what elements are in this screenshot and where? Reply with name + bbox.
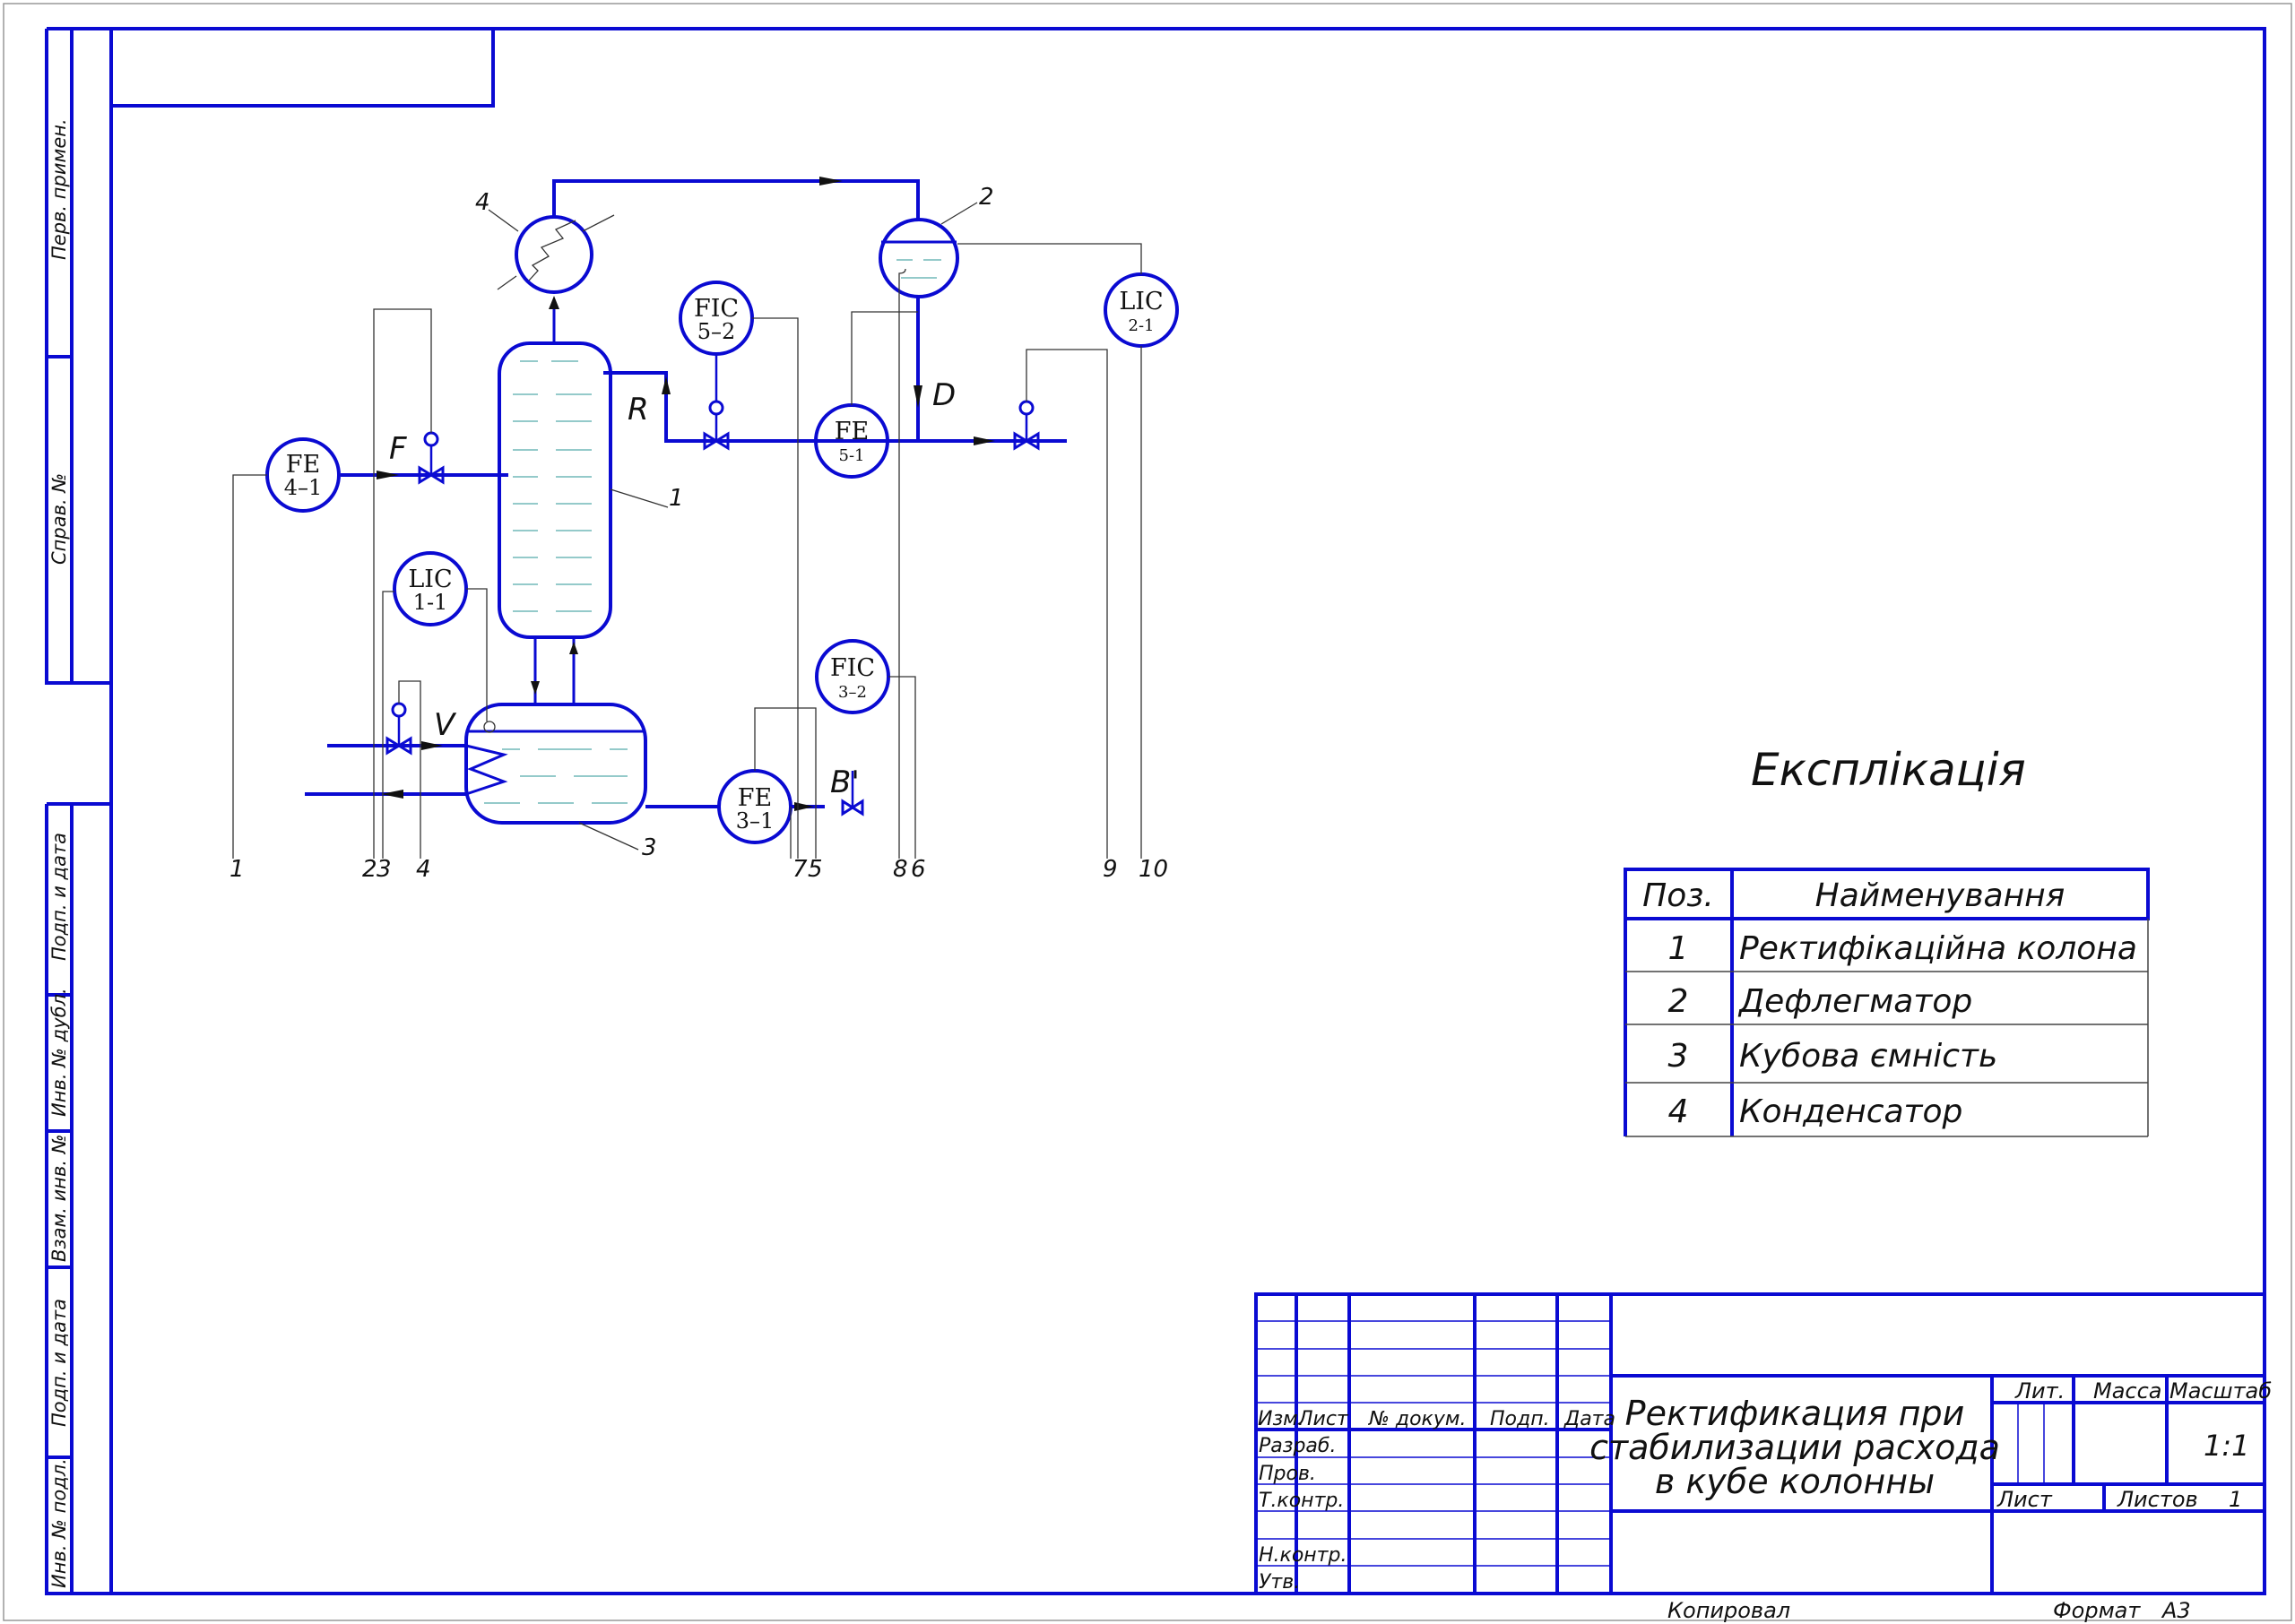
svg-text:3–2: 3–2 — [838, 683, 867, 702]
tb-izm: Изм. — [1258, 1408, 1304, 1430]
tb-tkontr: Т.контр. — [1259, 1490, 1344, 1512]
top-left-stamp — [111, 29, 495, 108]
instrument-fe-4-1: FE 4–1 — [265, 437, 341, 513]
svg-text:FE: FE — [835, 418, 869, 445]
tb-doc-no: № докум. — [1368, 1408, 1466, 1430]
line-number-3: 3 — [377, 856, 392, 883]
explication-row-pos: 2 — [1668, 983, 1689, 1020]
line-number-1: 1 — [230, 856, 245, 883]
svg-text:3–1: 3–1 — [736, 808, 775, 834]
tb-razrab: Разраб. — [1259, 1435, 1336, 1457]
svg-text:5-1: 5-1 — [839, 446, 865, 465]
explication-row-name: Ректифікаційна колона — [1739, 930, 2137, 967]
condenser — [515, 215, 593, 294]
label-column: 1 — [669, 485, 684, 512]
line-number-2: 2 — [362, 856, 377, 883]
label-condenser: 4 — [475, 189, 490, 216]
explication-header-name: Найменування — [1815, 877, 2066, 914]
stream-r: R — [628, 392, 649, 428]
line-number-7: 7 — [792, 856, 808, 883]
instrument-fe-5-1: FE 5-1 — [814, 403, 889, 479]
tb-list: Лист — [1297, 1408, 1349, 1430]
tb-massa: Масса — [2093, 1378, 2162, 1404]
title-block: Изм. Лист № докум. Подп. Дата Разраб. Пр… — [1254, 1292, 2272, 1623]
svg-text:FE: FE — [738, 784, 772, 812]
line-number-9: 9 — [1103, 856, 1118, 883]
signal-lines — [232, 243, 1142, 859]
tb-lit: Лит. — [2014, 1378, 2065, 1404]
tb-prov: Пров. — [1259, 1463, 1316, 1485]
tb-kopiroval: Копировал — [1667, 1598, 1790, 1623]
rectification-column — [498, 341, 612, 639]
explication-row-name: Конденсатор — [1739, 1093, 1962, 1130]
svg-text:4–1: 4–1 — [284, 475, 323, 500]
tb-podp: Подп. — [1490, 1408, 1550, 1430]
reboiler — [464, 703, 647, 825]
stream-d: D — [932, 377, 956, 413]
stream-b: B' — [830, 764, 860, 800]
process-diagram: 1 4 2 D R — [230, 177, 1179, 883]
explication-row-pos: 4 — [1668, 1093, 1689, 1130]
svg-text:FE: FE — [286, 451, 320, 479]
explication: Експлікація Поз. Найменування 1 Ректифік… — [1624, 744, 2150, 1137]
left-side-strip: Перв. примен. Справ. № Подп. и дата Инв.… — [45, 27, 111, 1595]
tb-nkontr: Н.контр. — [1259, 1544, 1347, 1567]
explication-header-pos: Поз. — [1642, 877, 1714, 914]
line-number-10: 10 — [1139, 856, 1168, 883]
reflux-drum — [879, 218, 959, 298]
side-label-perv-primen: Перв. примен. — [48, 118, 70, 260]
tb-title-line2: стабилизации расхода — [1589, 1428, 2000, 1467]
line-number-4: 4 — [416, 856, 431, 883]
explication-row-pos: 3 — [1668, 1038, 1689, 1075]
svg-text:2-1: 2-1 — [1129, 316, 1155, 335]
instrument-fic-5-2: FIC 5–2 — [679, 281, 754, 402]
line-number-5: 5 — [808, 856, 823, 883]
tb-scale: 1:1 — [2204, 1429, 2250, 1463]
drawing-frame — [109, 27, 2266, 1595]
svg-text:LIC: LIC — [1119, 288, 1163, 315]
tb-title-line1: Ректификация при — [1625, 1394, 1965, 1433]
svg-text:5–2: 5–2 — [697, 319, 736, 344]
side-label-sprav-no: Справ. № — [48, 473, 70, 565]
stream-f: F — [389, 431, 407, 467]
tb-title-line3: в кубе колонны — [1655, 1462, 1935, 1501]
tb-format-label: Формат — [2053, 1598, 2141, 1623]
leader-column — [610, 488, 669, 508]
instrument-lic-2-1: LIC 2-1 — [1104, 272, 1179, 348]
sheet-edge — [3, 3, 2292, 1621]
label-reflux-drum: 2 — [979, 184, 994, 211]
side-label-inv-podl: Инв. № подл. — [48, 1458, 70, 1588]
instrument-fe-3-1: FE 3–1 — [717, 769, 792, 844]
tb-sheets: Листов — [2117, 1487, 2198, 1512]
label-reboiler: 3 — [642, 834, 657, 861]
side-label-podp-data-2: Подп. и дата — [48, 1299, 70, 1427]
instrument-lic-1-1: LIC 1-1 — [393, 551, 468, 626]
svg-text:1-1: 1-1 — [413, 590, 448, 615]
svg-text:LIC: LIC — [408, 566, 452, 593]
stream-v: V — [434, 707, 457, 743]
instrument-fic-3-2: FIC 3–2 — [815, 639, 890, 714]
tb-utv: Утв. — [1259, 1571, 1300, 1594]
tb-format-value: А3 — [2161, 1598, 2191, 1623]
explication-row-name: Кубова ємність — [1739, 1038, 1997, 1075]
svg-text:FIC: FIC — [694, 295, 739, 323]
side-label-podp-data-1: Подп. и дата — [48, 833, 70, 961]
tb-sheet: Лист — [1996, 1487, 2053, 1512]
tb-data: Дата — [1563, 1408, 1615, 1430]
explication-row-pos: 1 — [1668, 930, 1689, 967]
explication-title: Експлікація — [1751, 744, 2026, 796]
valve-b — [841, 771, 864, 816]
tb-masshtab: Масштаб — [2169, 1378, 2272, 1404]
tb-sheets-count: 1 — [2229, 1487, 2242, 1512]
line-number-8: 8 — [893, 856, 908, 883]
svg-text:FIC: FIC — [830, 654, 875, 682]
explication-row-name: Дефлегматор — [1737, 983, 1972, 1020]
line-number-6: 6 — [911, 856, 926, 883]
side-label-vzam-inv: Взам. инв. № — [48, 1134, 70, 1262]
side-label-inv-dubl: Инв. № дубл. — [48, 988, 70, 1117]
